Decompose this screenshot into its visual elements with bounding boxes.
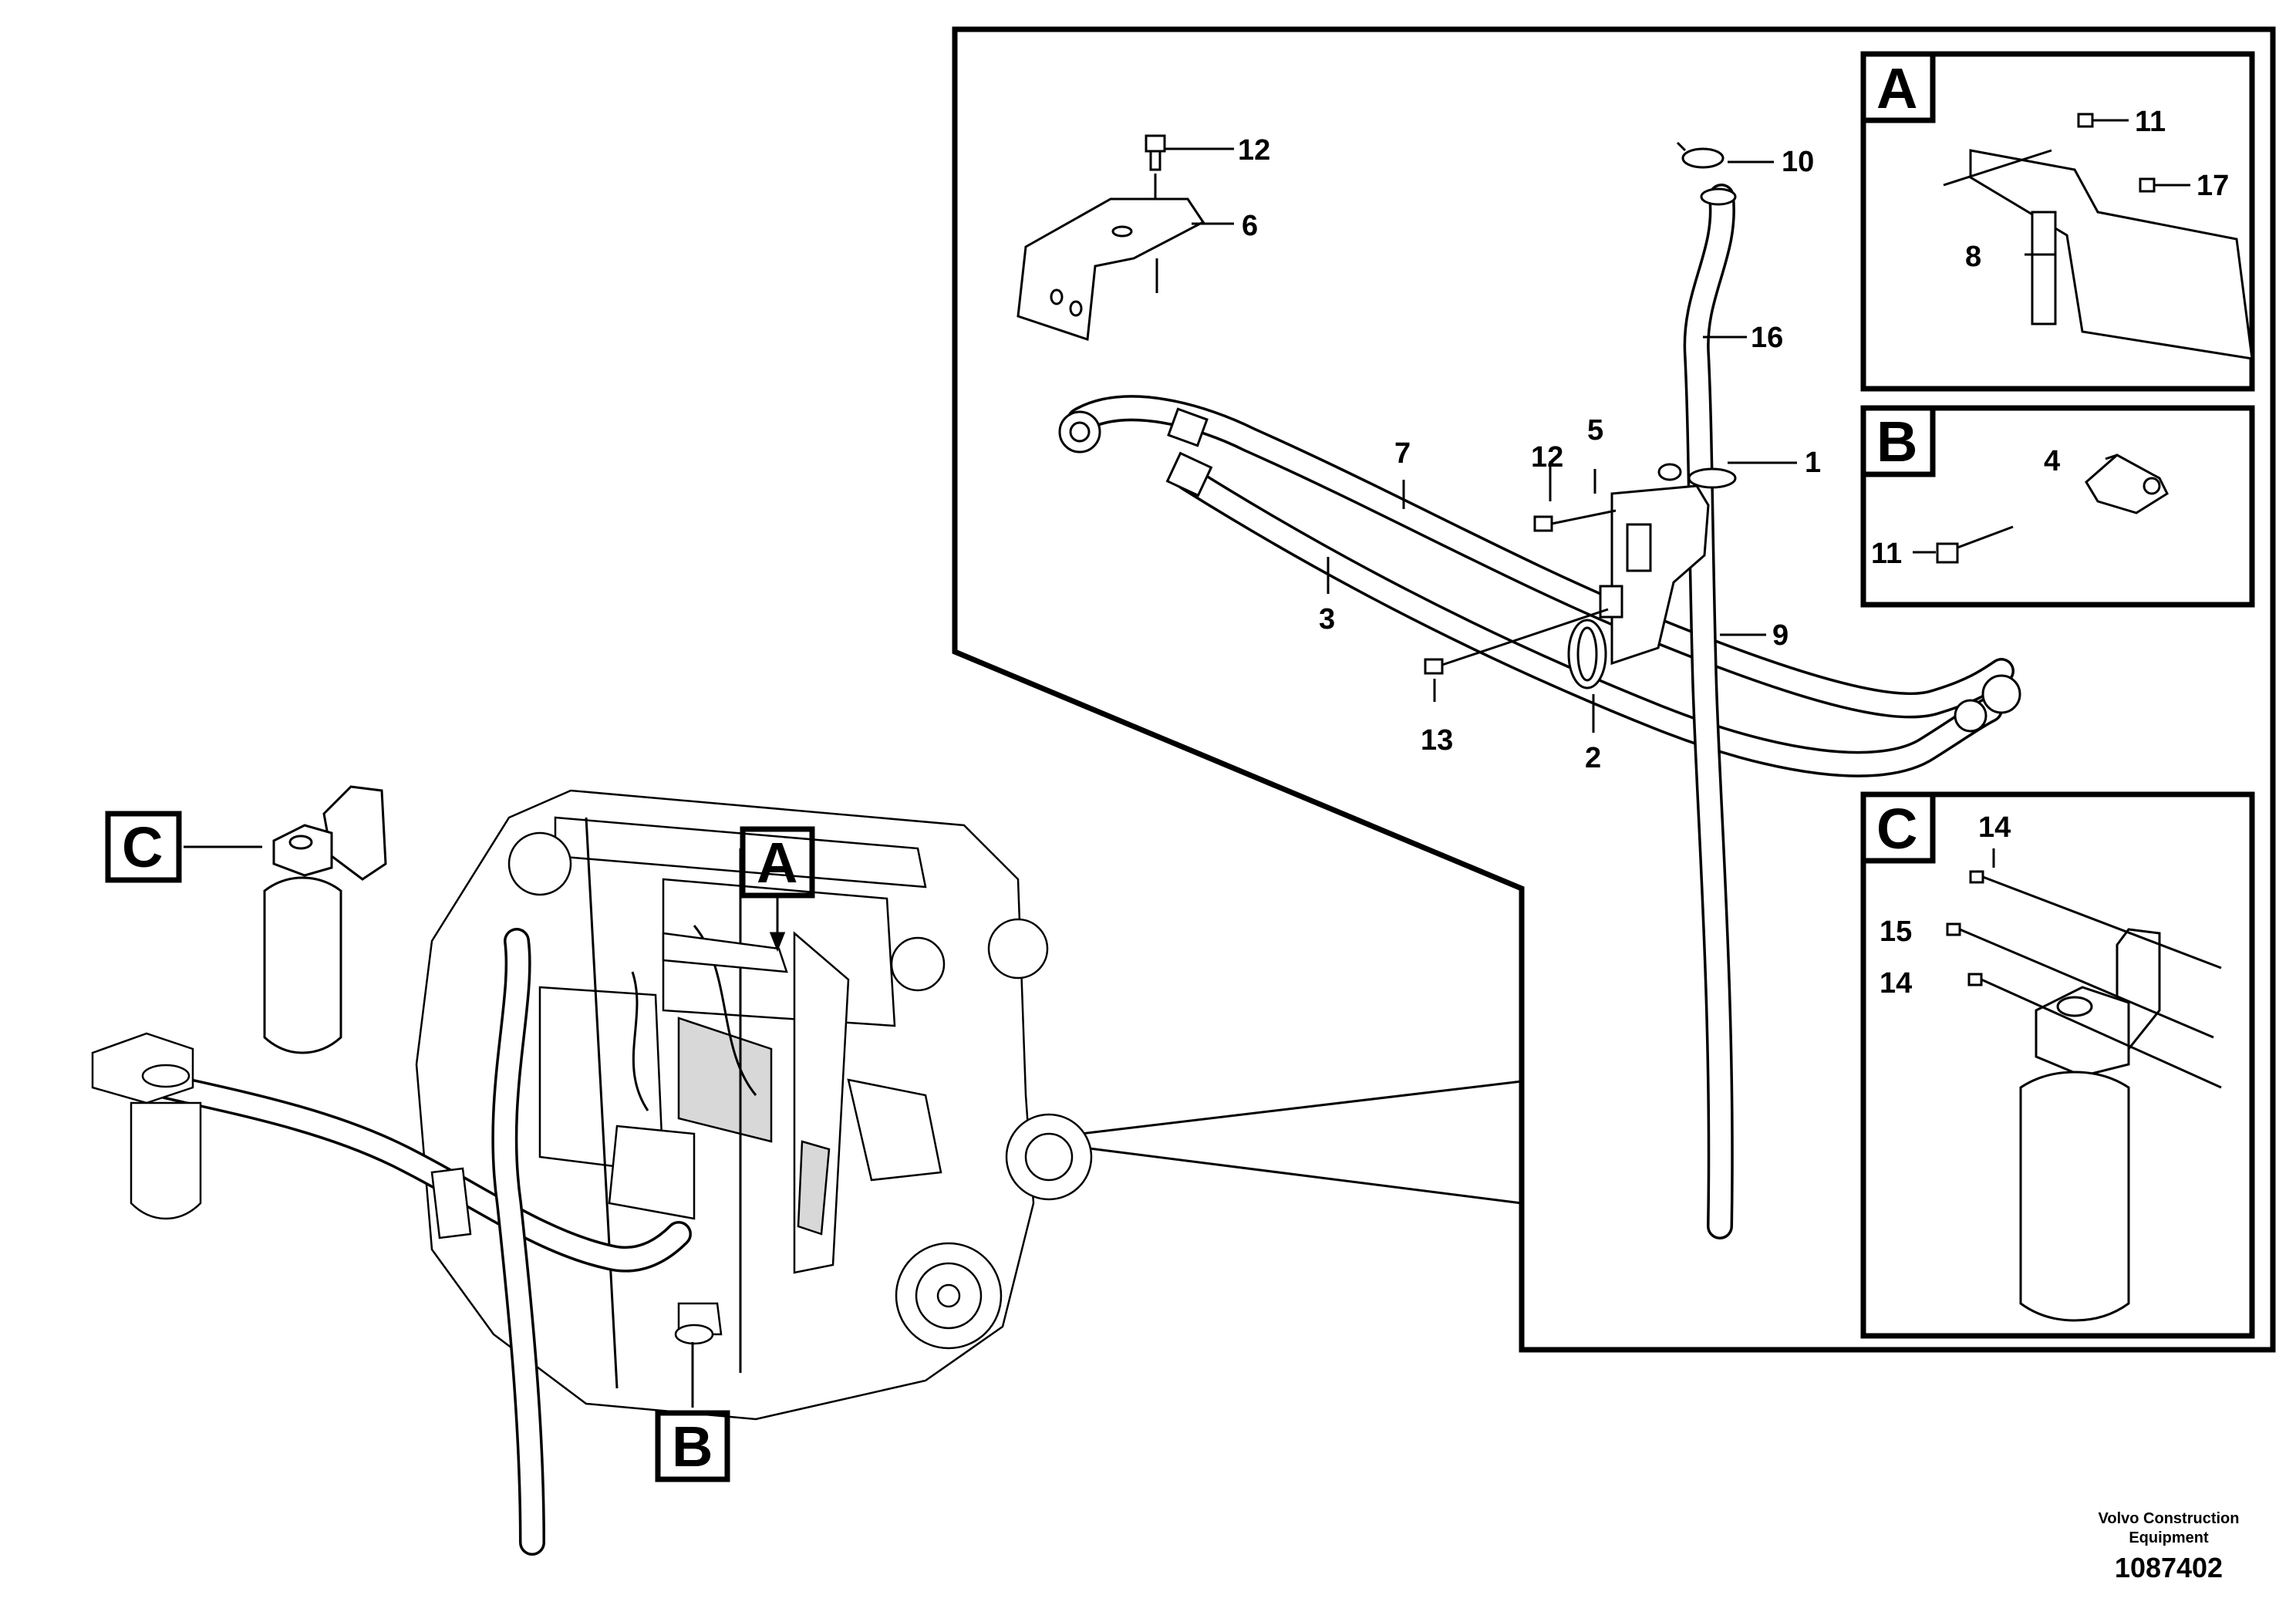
callout-3: 3 <box>1319 603 1335 636</box>
callout-12-top: 12 <box>1238 134 1270 167</box>
hose-3 <box>1165 451 2021 777</box>
engine-b-letter: B <box>672 1415 713 1479</box>
callout-11-a: 11 <box>2135 106 2166 138</box>
callout-15: 15 <box>1880 916 1912 948</box>
view-letters: A B C C A B <box>122 56 1917 1479</box>
engine-a-letter: A <box>757 831 797 895</box>
callout-11-b: 11 <box>1871 538 1902 570</box>
hose-7 <box>1058 395 2014 719</box>
inset-b-letter: B <box>1876 410 1917 474</box>
credit-line-1: Volvo Construction <box>2099 1510 2240 1527</box>
bolt-12-top <box>1145 134 1234 202</box>
callout-13: 13 <box>1421 724 1453 757</box>
bracket-6 <box>1017 197 1234 342</box>
callout-12-mid: 12 <box>1531 441 1563 474</box>
bolt-13 <box>1424 608 1609 675</box>
callout-8: 8 <box>1965 241 1981 273</box>
drawing-number: 1087402 <box>2115 1552 2223 1583</box>
callout-9: 9 <box>1772 619 1789 652</box>
callout-14-bottom: 14 <box>1880 967 1912 1000</box>
inset-c-letter: C <box>1876 797 1917 861</box>
inset-a-letter: A <box>1876 56 1917 120</box>
clamp-1 <box>1657 463 1737 489</box>
callout-1: 1 <box>1805 447 1821 479</box>
inset-c <box>1860 791 2255 1339</box>
credit-line-2: Equipment <box>2129 1529 2209 1546</box>
callout-6: 6 <box>1242 210 1258 242</box>
callout-2: 2 <box>1585 742 1601 774</box>
callout-16: 16 <box>1751 322 1783 354</box>
callout-7: 7 <box>1394 437 1411 470</box>
view-marker-b-box <box>655 1410 730 1482</box>
view-marker-a-box <box>740 826 815 899</box>
callout-4: 4 <box>2044 445 2060 477</box>
hose-16-9 <box>1676 141 1737 1239</box>
filter-c-small <box>105 785 387 1054</box>
bracket-5 <box>1599 484 1710 666</box>
filter-c-letter: C <box>122 815 163 879</box>
inset-a <box>1860 51 2255 392</box>
callout-5: 5 <box>1587 414 1603 447</box>
clamp-2 <box>1567 619 1607 690</box>
credit-block: Volvo Construction Equipment 1087402 <box>2099 1510 2240 1583</box>
bolt-12-mid <box>1533 509 1617 532</box>
leader-a-arrow <box>769 932 786 953</box>
callout-14-top: 14 <box>1978 811 2011 844</box>
detail-parts <box>1017 134 2021 1239</box>
callout-10: 10 <box>1782 146 1814 178</box>
callout-labels: 12 6 10 16 5 12 7 1 3 9 13 2 11 17 8 4 1… <box>1238 106 2229 1000</box>
engine-assembly <box>91 789 1093 1556</box>
detail-frame <box>952 26 2276 1353</box>
callout-17: 17 <box>2197 170 2229 202</box>
inset-b <box>1860 405 2255 608</box>
